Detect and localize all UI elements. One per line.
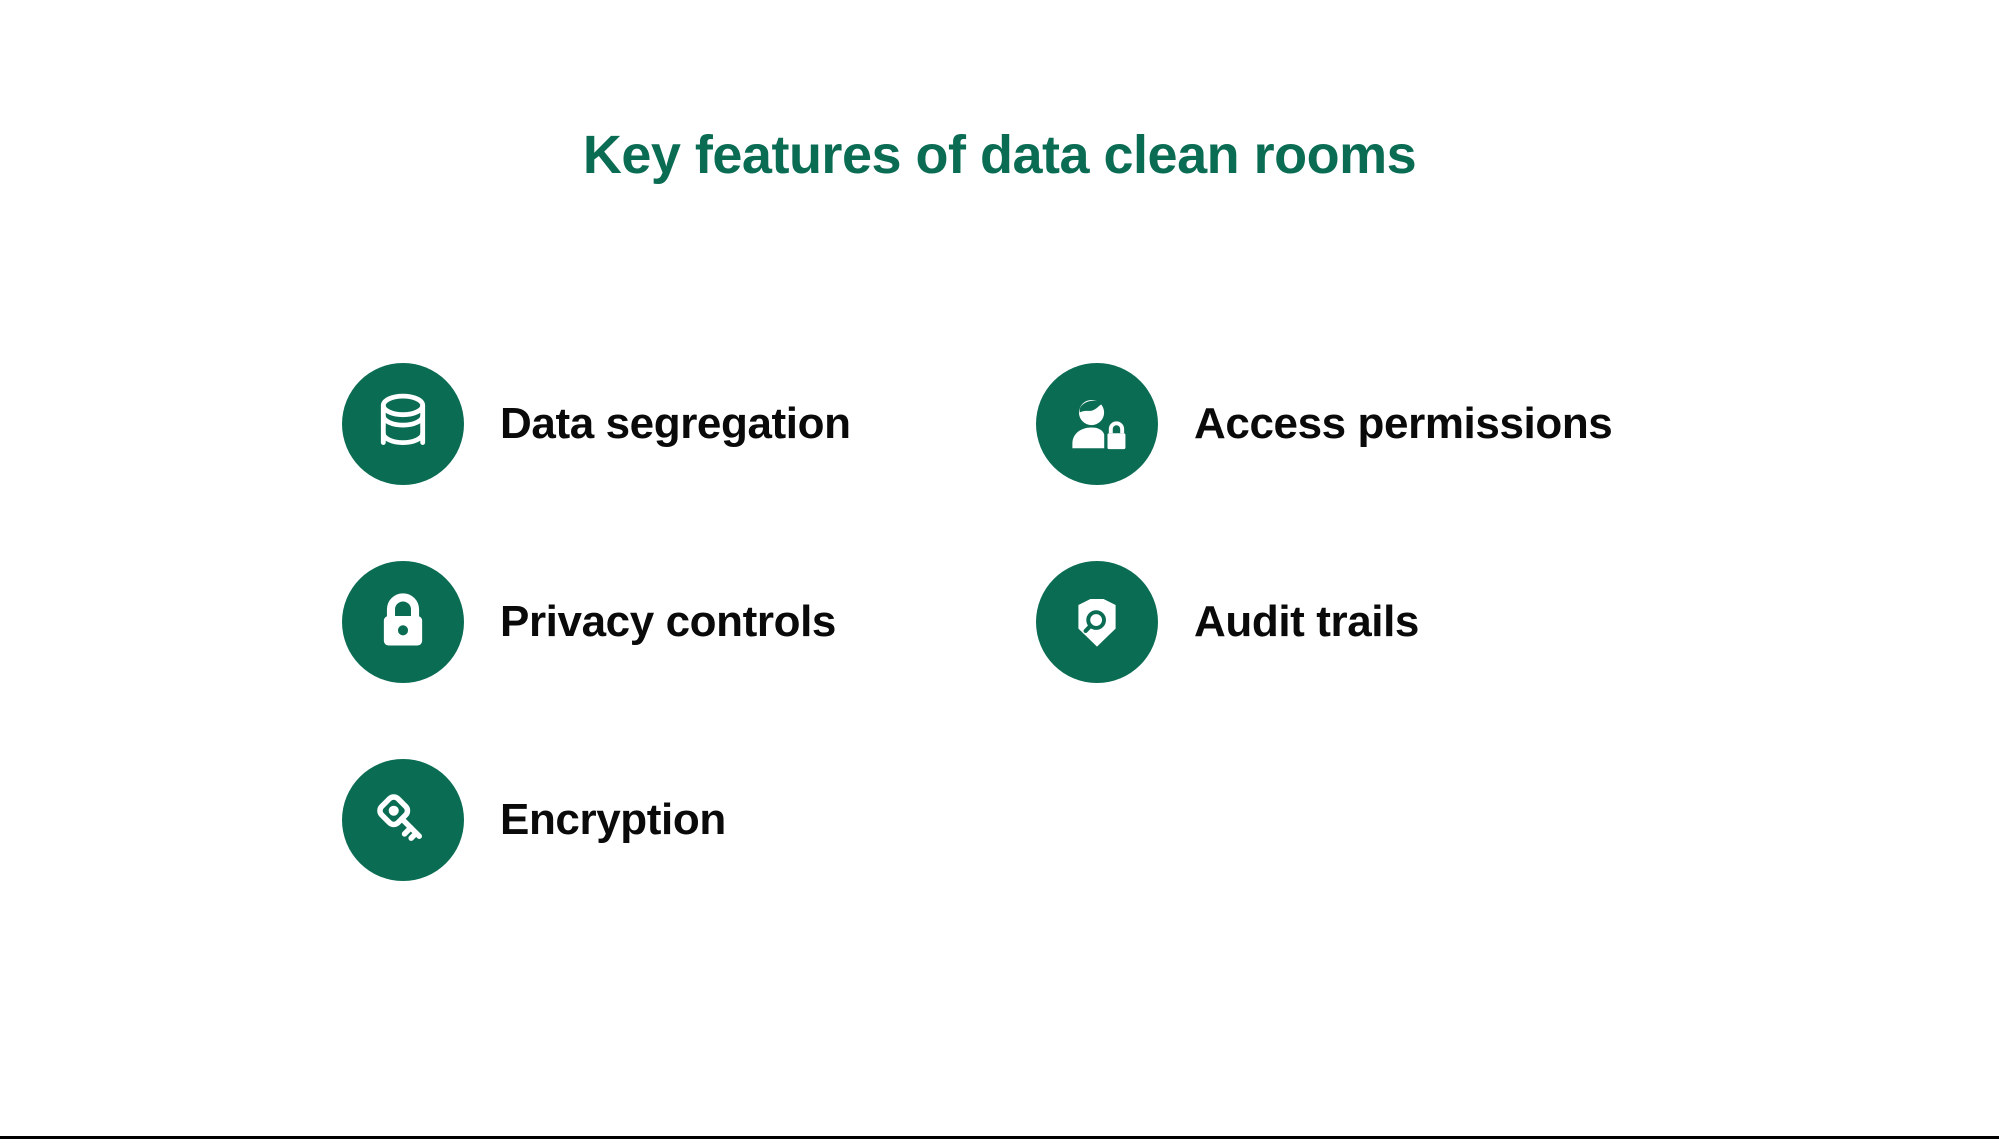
feature-label: Encryption [500, 795, 726, 844]
shield-search-icon [1036, 561, 1158, 683]
feature-row: Data segregation [342, 363, 1742, 561]
feature-label: Privacy controls [500, 597, 836, 646]
feature-item-privacy-controls[interactable]: Privacy controls [342, 561, 836, 683]
database-icon [342, 363, 464, 485]
feature-item-encryption[interactable]: Encryption [342, 759, 726, 881]
key-icon [342, 759, 464, 881]
feature-label: Access permissions [1194, 399, 1613, 448]
feature-grid: Data segregation [342, 363, 1742, 957]
page-title: Key features of data clean rooms [582, 125, 1417, 185]
feature-item-access-permissions[interactable]: Access permissions [1036, 363, 1613, 485]
padlock-icon [342, 561, 464, 683]
feature-item-audit-trails[interactable]: Audit trails [1036, 561, 1419, 683]
user-lock-icon [1036, 363, 1158, 485]
bottom-divider [0, 1136, 1999, 1139]
feature-row: Privacy controls Audit trails [342, 561, 1742, 759]
feature-label: Data segregation [500, 399, 851, 448]
feature-label: Audit trails [1194, 597, 1419, 646]
feature-item-data-segregation[interactable]: Data segregation [342, 363, 851, 485]
feature-row: Encryption [342, 759, 1742, 957]
